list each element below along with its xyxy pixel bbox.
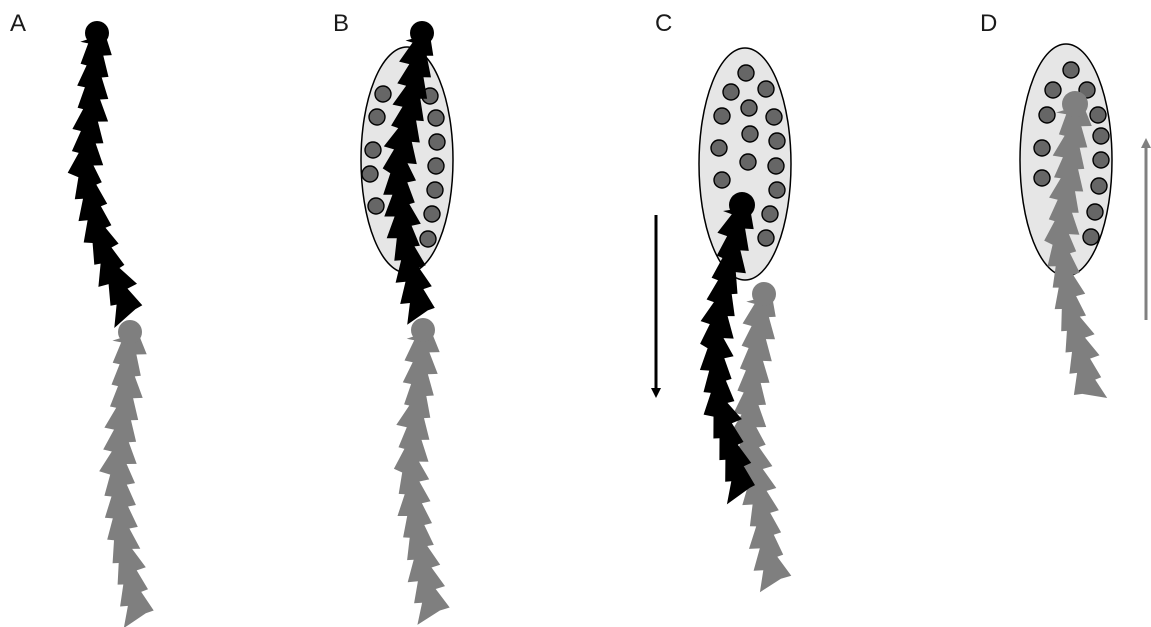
- panel-c-black-filament: [700, 192, 755, 504]
- panel-b-gray-filament-body: [394, 331, 450, 625]
- granule: [428, 158, 444, 174]
- panel-d-gray-filament-head: [1062, 91, 1088, 117]
- granule: [1045, 82, 1061, 98]
- granule: [1063, 62, 1079, 78]
- panel-b-gray-filament-head: [411, 318, 435, 342]
- granule: [1091, 178, 1107, 194]
- granule: [762, 206, 778, 222]
- granule: [714, 172, 730, 188]
- panel-c-black-filament-head: [729, 192, 755, 218]
- panel-a-black-filament-head: [85, 21, 109, 45]
- granule: [758, 81, 774, 97]
- granule: [769, 133, 785, 149]
- granule: [368, 198, 384, 214]
- granule: [1090, 107, 1106, 123]
- granule: [1034, 140, 1050, 156]
- granule: [1039, 107, 1055, 123]
- panel-a-black-filament: [68, 21, 143, 328]
- granule: [427, 182, 443, 198]
- granule: [1093, 152, 1109, 168]
- granule: [766, 109, 782, 125]
- granule: [740, 154, 756, 170]
- panel-c-down-arrow-head: [651, 388, 661, 398]
- granule: [365, 142, 381, 158]
- granule: [420, 231, 436, 247]
- granule: [424, 206, 440, 222]
- granule: [375, 86, 391, 102]
- granule: [429, 134, 445, 150]
- granule: [768, 158, 784, 174]
- granule: [742, 126, 758, 142]
- granule: [758, 230, 774, 246]
- granule: [723, 84, 739, 100]
- granule: [362, 166, 378, 182]
- granule: [1087, 204, 1103, 220]
- granule: [738, 65, 754, 81]
- panel-b-black-filament-head: [410, 21, 434, 45]
- granule: [714, 108, 730, 124]
- granule: [741, 100, 757, 116]
- granule: [1034, 170, 1050, 186]
- granule: [711, 140, 727, 156]
- panel-a-black-filament-body: [68, 34, 143, 328]
- panel-a-gray-filament: [99, 320, 154, 627]
- middle-layer: [68, 21, 1109, 627]
- granule: [428, 110, 444, 126]
- panel-a-gray-filament-head: [118, 320, 142, 344]
- granule: [369, 109, 385, 125]
- panel-c-down-arrow: [651, 215, 661, 398]
- panel-d-up-arrow: [1141, 138, 1151, 320]
- granule: [1083, 229, 1099, 245]
- granule: [769, 182, 785, 198]
- panel-c-gray-filament-head: [752, 282, 776, 306]
- granule: [1093, 128, 1109, 144]
- panel-a-gray-filament-body: [99, 333, 154, 627]
- panel-d-up-arrow-head: [1141, 138, 1151, 148]
- panel-b-gray-filament: [394, 318, 450, 625]
